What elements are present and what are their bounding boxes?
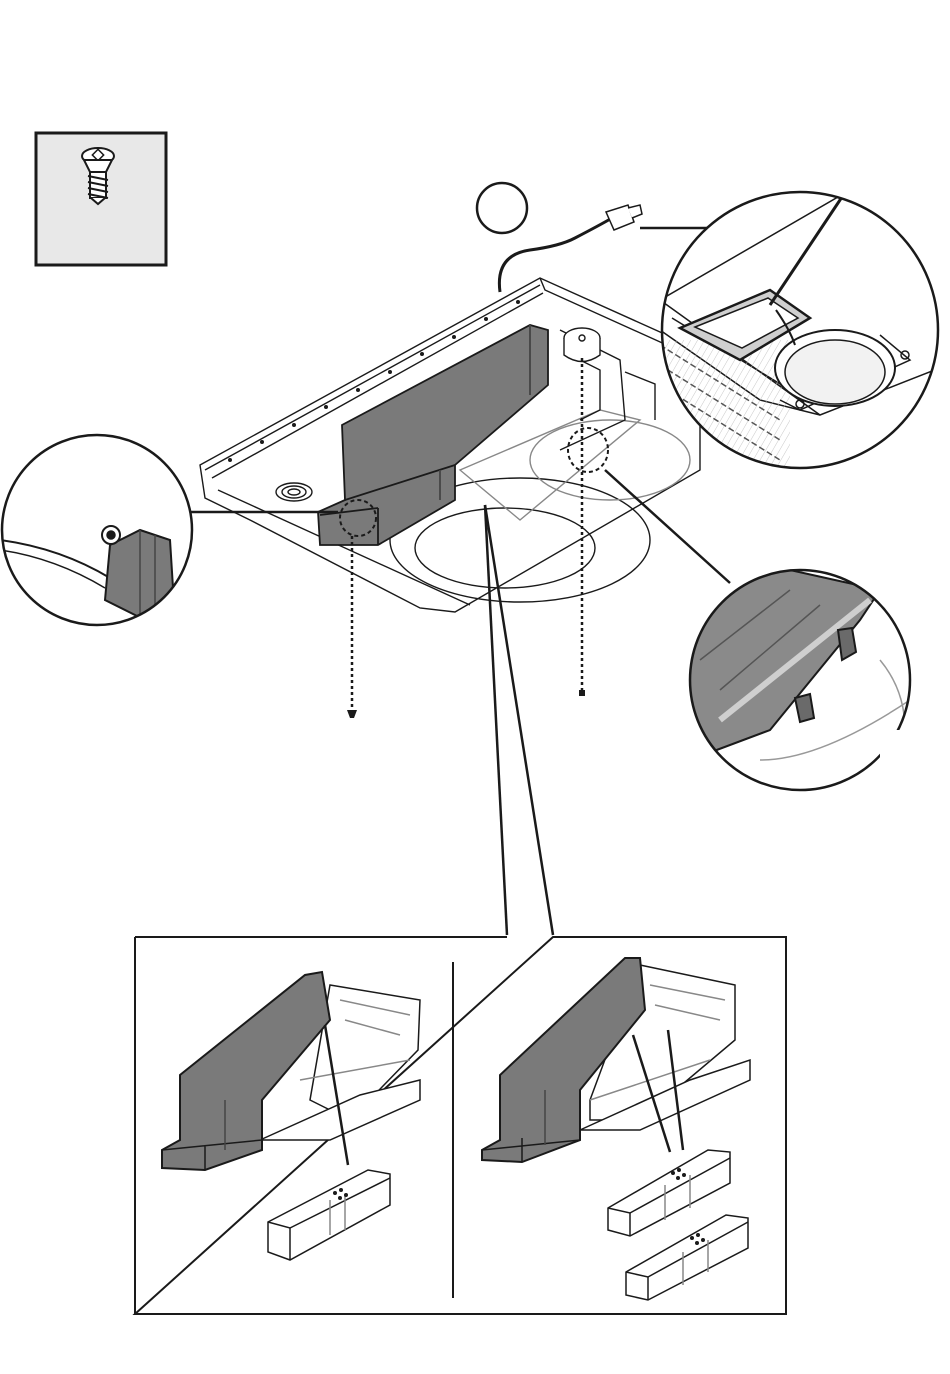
variant-double-filter	[482, 958, 750, 1300]
duct-variant-1	[162, 972, 420, 1170]
screw-points	[347, 690, 585, 718]
grease-filter-1	[268, 1170, 390, 1260]
duct-variant-2	[482, 958, 750, 1162]
ferrite-ring-icon	[477, 183, 527, 233]
main-view	[200, 183, 700, 718]
callout-clip-detail	[605, 470, 950, 810]
power-cable	[477, 183, 642, 292]
screw-icon	[347, 710, 357, 718]
screw-icon	[102, 526, 120, 544]
screw-icon	[579, 690, 585, 696]
variant-single-filter	[162, 972, 420, 1260]
vent-stack	[564, 328, 600, 362]
hardware-box	[36, 133, 166, 265]
variants-panel	[135, 937, 786, 1314]
